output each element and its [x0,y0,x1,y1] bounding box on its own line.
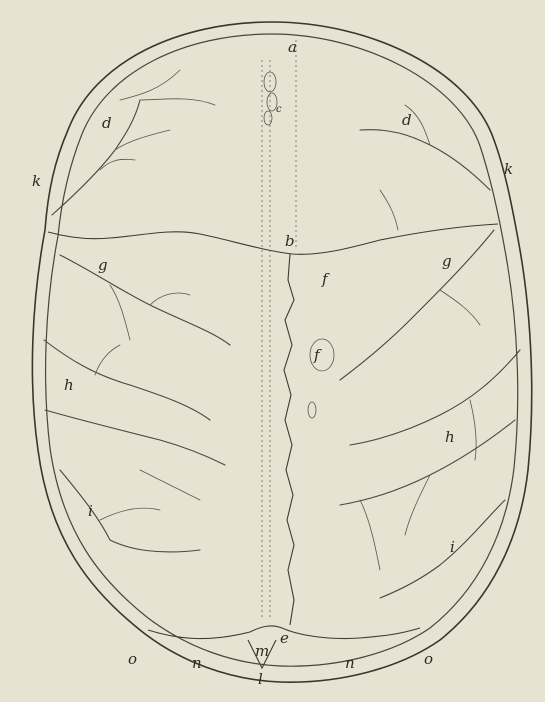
coronal-suture [48,224,498,254]
label-g-right: g [442,252,452,270]
label-l: l [258,670,263,688]
label-f-lower: f [313,346,322,364]
left-meningeal-vessels [44,70,230,552]
label-k-left: k [32,172,41,190]
label-h-left: h [64,376,74,394]
label-g-left: g [98,256,108,274]
right-meningeal-vessels [340,105,520,598]
label-f-upper: f [321,270,330,288]
label-c: c [276,104,282,115]
label-h-right: h [445,428,455,446]
sagittal-suture [284,254,294,625]
label-b: b [285,232,295,250]
label-d-left: d [102,114,112,132]
label-a: a [288,38,297,56]
label-n-left: n [192,654,202,672]
figure-labels: a b d d k k f f g g h h i i e m n n o o … [32,38,513,688]
label-o-right: o [424,650,433,668]
foramina [264,72,334,418]
label-i-right: i [450,538,455,556]
label-m: m [255,642,269,660]
label-e: e [280,629,289,647]
label-n-right: n [345,654,355,672]
label-o-left: o [128,650,137,668]
label-i-left: i [88,502,93,520]
label-d-right: d [402,111,412,129]
label-k-right: k [504,160,513,178]
